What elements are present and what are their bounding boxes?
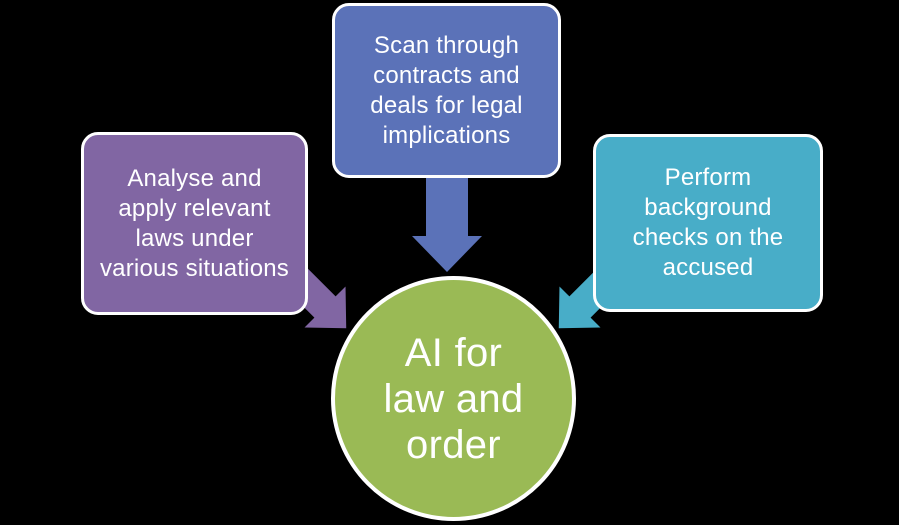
node-background-checks: Perform background checks on the accused [593,134,823,312]
node-background-checks-label: Perform background checks on the accused [632,164,784,281]
arrow-down-icon [412,174,482,272]
node-analyse-laws: Analyse and apply relevant laws under va… [81,132,308,315]
center-node-ai-law-order: AI for law and order [331,276,576,521]
node-scan-contracts-label: Scan through contracts and deals for leg… [370,31,523,149]
node-scan-contracts: Scan through contracts and deals for leg… [332,3,561,178]
node-analyse-laws-label: Analyse and apply relevant laws under va… [99,164,290,282]
center-node-label: AI for law and order [383,330,524,467]
